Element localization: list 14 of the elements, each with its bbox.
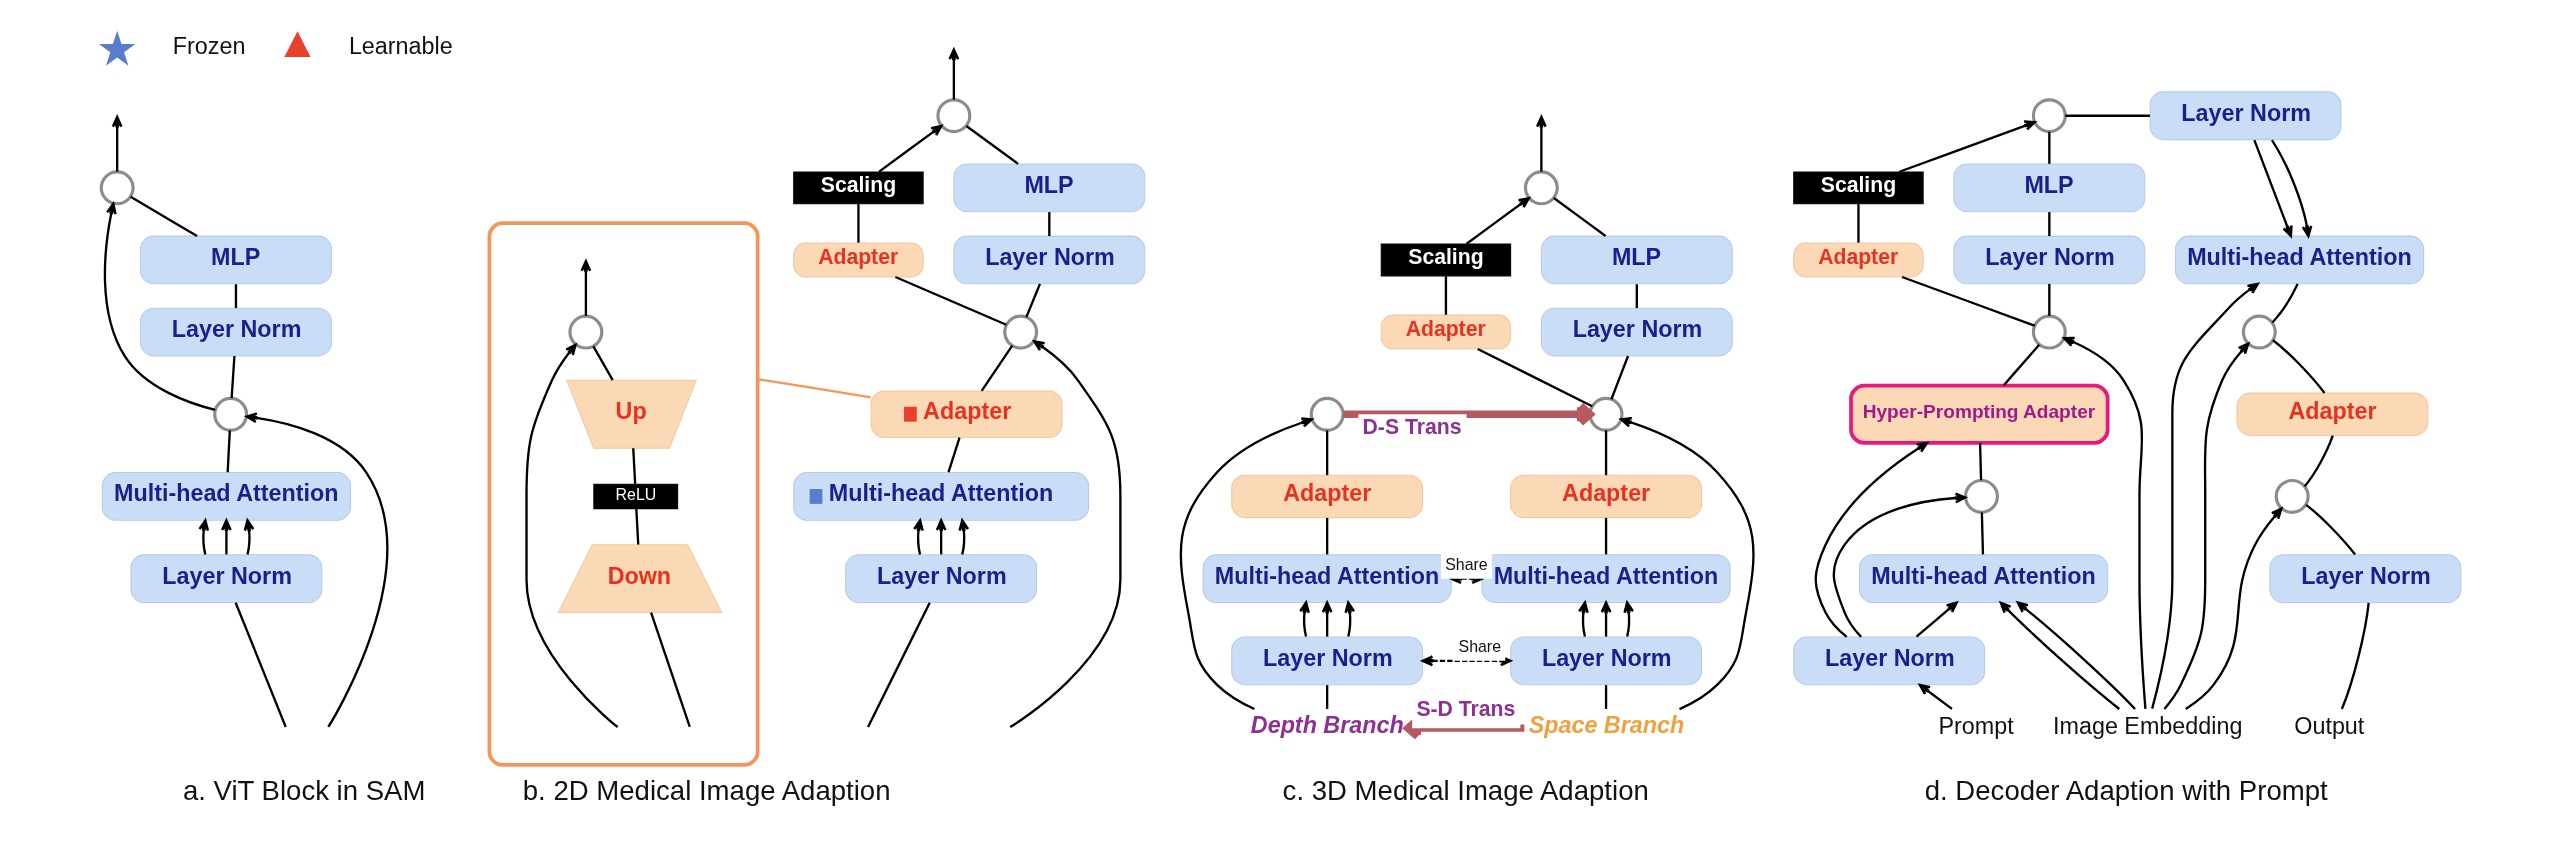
node-text: Depth Branch bbox=[1250, 712, 1404, 739]
node-text: Prompt bbox=[1938, 713, 2014, 740]
node-text: Image Embedding bbox=[2052, 713, 2242, 740]
legend-label: Learnable bbox=[348, 33, 453, 60]
label: a. ViT Block in SAM bbox=[182, 774, 425, 806]
node-text: Output bbox=[2293, 713, 2364, 740]
legend-label: Frozen bbox=[172, 33, 245, 60]
edge-label: S-D Trans bbox=[1415, 697, 1515, 721]
edge-label: Share bbox=[1458, 637, 1501, 655]
label: d. Decoder Adaption with Prompt bbox=[1924, 774, 2328, 806]
label: b. 2D Medical Image Adaption bbox=[522, 774, 891, 806]
label: c. 3D Medical Image Adaption bbox=[1282, 774, 1649, 806]
edge-label: D-S Trans bbox=[1362, 415, 1461, 439]
node-text: Space Branch bbox=[1528, 712, 1684, 739]
